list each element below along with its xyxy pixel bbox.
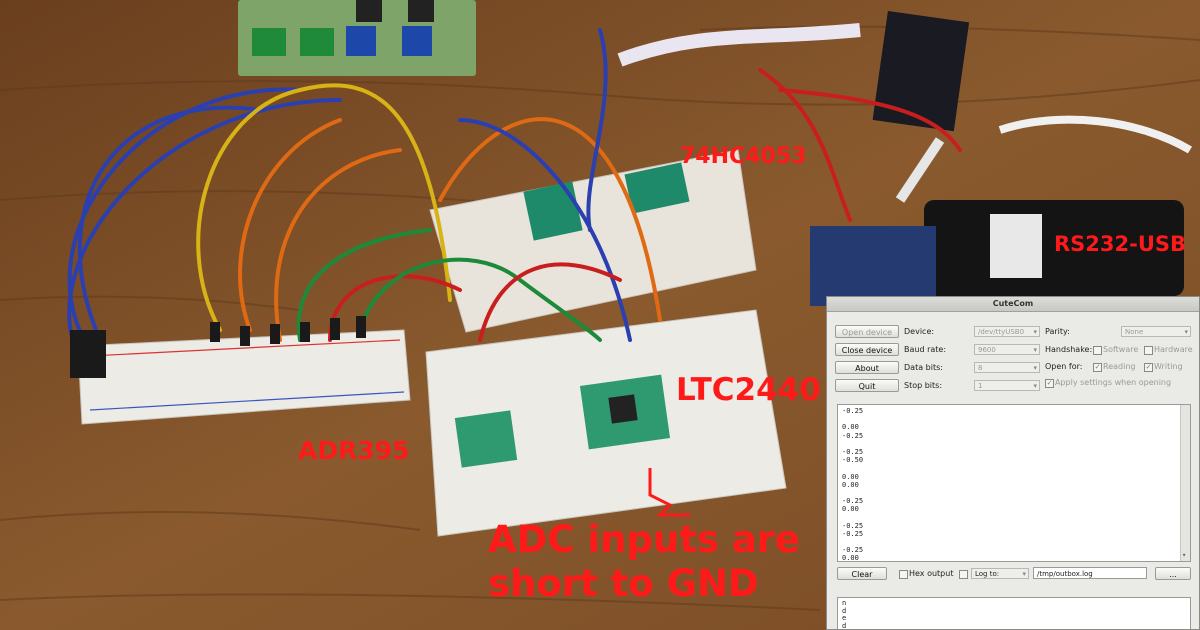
note-adc-shorted: ADC inputs are short to GND — [488, 518, 828, 606]
clear-button[interactable]: Clear — [837, 567, 887, 580]
apply-settings-label: Apply settings when opening — [1055, 378, 1172, 387]
output-line: 0.00 — [842, 554, 859, 563]
input-line: e — [842, 614, 847, 622]
parity-select[interactable]: None — [1121, 326, 1191, 338]
window-title: CuteCom — [827, 297, 1199, 312]
apply-settings-checkbox[interactable]: ✓ — [1045, 379, 1054, 388]
data-bits-label: Data bits: — [904, 363, 943, 372]
output-line — [842, 538, 1186, 546]
label-rs232-usb: RS232-USB — [1054, 232, 1187, 256]
data-bits-select[interactable]: 8 — [974, 362, 1040, 374]
output-line: -0.50 — [842, 456, 864, 465]
output-line — [842, 489, 1186, 497]
writing-label: Writing — [1154, 362, 1183, 371]
note-pointer — [648, 468, 690, 517]
output-line: 0.00 — [842, 480, 859, 489]
output-line: -0.25 — [842, 521, 864, 530]
quit-button[interactable]: Quit — [835, 379, 899, 392]
software-checkbox[interactable] — [1093, 346, 1102, 355]
about-button[interactable]: About — [835, 361, 899, 374]
stop-bits-select[interactable]: 1 — [974, 380, 1040, 392]
hardware-checkbox[interactable] — [1144, 346, 1153, 355]
parity-label: Parity: — [1045, 327, 1070, 336]
open-for-label: Open for: — [1045, 362, 1083, 371]
output-line: 0.00 — [842, 472, 859, 481]
output-line: -0.25 — [842, 407, 864, 415]
browse-button[interactable]: ... — [1155, 567, 1191, 580]
input-line: d — [842, 606, 847, 615]
input-line: d — [842, 621, 847, 630]
note-line-2: short to GND — [488, 562, 759, 605]
writing-checkbox[interactable]: ✓ — [1144, 363, 1153, 372]
hardware-label: Hardware — [1154, 345, 1193, 354]
output-line: 0.00 — [842, 423, 859, 432]
label-adr395: ADR395 — [298, 436, 410, 465]
log-to-checkbox[interactable] — [959, 570, 968, 579]
reading-checkbox[interactable]: ✓ — [1093, 363, 1102, 372]
breadboard-front — [425, 309, 787, 537]
note-line-1: ADC inputs are — [488, 518, 801, 561]
output-line: 0.00 — [842, 505, 859, 514]
arduino-board — [872, 10, 970, 132]
output-line: -0.25 — [842, 431, 864, 440]
log-file-input[interactable]: /tmp/outbox.log — [1033, 567, 1147, 579]
handshake-label: Handshake: — [1045, 345, 1093, 354]
output-line — [842, 513, 1186, 521]
scroll-down-icon[interactable]: ▾ — [1182, 550, 1187, 559]
close-device-button[interactable]: Close device — [835, 343, 899, 356]
baud-rate-label: Baud rate: — [904, 345, 947, 354]
hex-output-checkbox[interactable] — [899, 570, 908, 579]
breadboard-back — [429, 149, 757, 333]
output-scrollbar[interactable]: ▾ — [1180, 405, 1190, 561]
output-line: -0.25 — [842, 529, 864, 538]
hex-output-label: Hex output — [909, 569, 954, 578]
cutecom-window: CuteCom Open device Close device About Q… — [826, 296, 1200, 630]
output-line — [842, 464, 1186, 472]
output-line: -0.25 — [842, 447, 864, 456]
software-label: Software — [1103, 345, 1139, 354]
label-ltc2440: LTC2440 — [676, 372, 821, 408]
output-line: -0.25 — [842, 497, 864, 506]
open-device-button[interactable]: Open device — [835, 325, 899, 338]
stop-bits-label: Stop bits: — [904, 381, 943, 390]
output-line — [842, 415, 1186, 423]
breadboard-left — [77, 329, 411, 425]
usb-serial-adapter — [924, 200, 1184, 296]
baud-rate-select[interactable]: 9600 — [974, 344, 1040, 356]
device-select[interactable]: /dev/ttyUSB0 — [974, 326, 1040, 338]
device-label: Device: — [904, 327, 935, 336]
output-line: -0.25 — [842, 546, 864, 555]
power-board — [238, 0, 476, 76]
reading-label: Reading — [1103, 362, 1136, 371]
input-line: n — [842, 599, 847, 607]
label-74hc4053: 74HC4053 — [680, 144, 807, 169]
bottom-toolbar: Clear Hex output Log to: /tmp/outbox.log… — [837, 567, 1191, 581]
output-line — [842, 440, 1186, 448]
log-to-select[interactable]: Log to: — [971, 568, 1029, 580]
